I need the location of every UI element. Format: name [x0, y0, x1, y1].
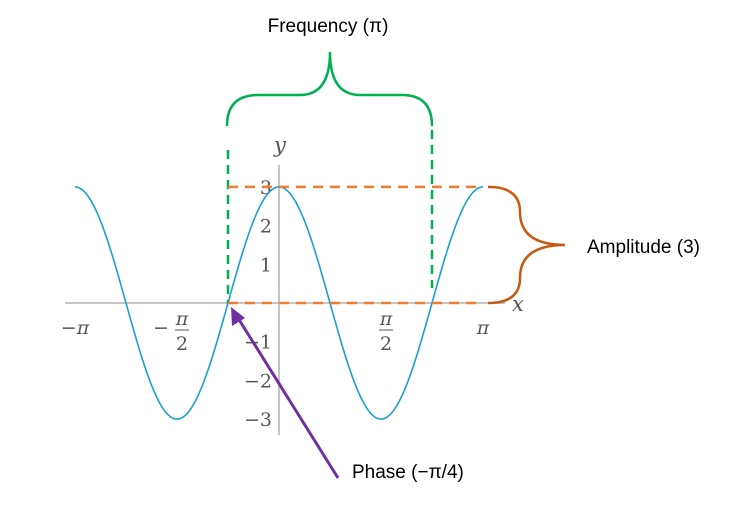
x-tick-den: 2 [176, 333, 188, 355]
y-tick-label: −3 [244, 409, 272, 431]
y-tick-label: 1 [260, 254, 272, 276]
amplitude-brace [487, 185, 566, 305]
x-tick-label: −π [61, 317, 90, 339]
x-tick-num: π [379, 308, 393, 330]
y-axis-label: y [273, 133, 287, 157]
tick-labels: −π−π2π2π321−1−2−3 [61, 177, 490, 431]
amplitude-label: Amplitude (3) [587, 237, 700, 258]
y-tick-label: −2 [244, 370, 272, 392]
phase-arrow-head [231, 307, 245, 326]
x-tick-sign: − [153, 317, 169, 339]
phase-label: Phase (−π/4) [352, 462, 464, 483]
x-tick-label: π [476, 317, 490, 339]
phase-arrow-shaft [236, 317, 340, 479]
guides [225, 51, 566, 479]
x-tick-num: π [175, 308, 189, 330]
axes: xy [65, 133, 524, 435]
x-axis-label: x [512, 292, 524, 316]
frequency-brace [225, 51, 434, 127]
frequency-label: Frequency (π) [268, 16, 389, 37]
x-tick-den: 2 [380, 333, 392, 355]
y-tick-label: 2 [260, 216, 272, 238]
